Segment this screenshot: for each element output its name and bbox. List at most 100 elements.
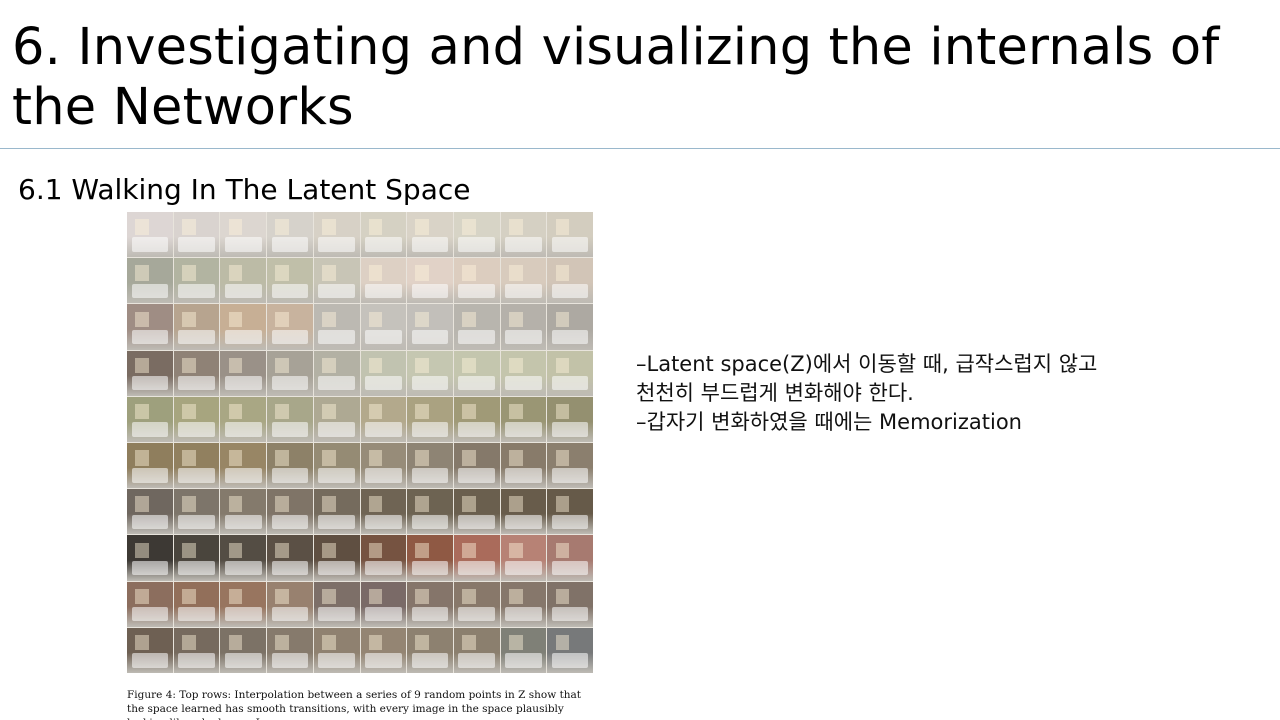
figure-tile: [313, 443, 360, 489]
figure-tile: [547, 581, 593, 627]
figure-tile: [173, 258, 220, 304]
figure-tile: [173, 489, 220, 535]
figure-tile: [173, 443, 220, 489]
figure-tile: [127, 258, 173, 304]
figure-tile: [500, 304, 547, 350]
figure-tile: [547, 535, 593, 581]
figure-tile: [127, 627, 173, 673]
figure-tile: [267, 350, 313, 396]
figure-tile: [127, 581, 173, 627]
figure-tile: [220, 535, 267, 581]
figure-tile: [500, 212, 547, 258]
figure-tile: [407, 535, 453, 581]
figure-tile: [313, 350, 360, 396]
figure-tile: [500, 443, 547, 489]
figure-tile: [220, 304, 267, 350]
figure-tile: [220, 212, 267, 258]
figure-tile: [360, 350, 407, 396]
figure-tile: [453, 581, 500, 627]
notes-block: –Latent space(Z)에서 이동할 때, 급작스럽지 않고 천천히 부…: [636, 350, 1236, 437]
figure-tile: [407, 212, 453, 258]
figure-tile: [220, 443, 267, 489]
figure-tile: [220, 627, 267, 673]
figure-tile: [220, 396, 267, 442]
figure-tile: [173, 627, 220, 673]
figure-tile: [267, 489, 313, 535]
figure-tile: [313, 396, 360, 442]
figure-tile: [267, 581, 313, 627]
figure-tile: [500, 258, 547, 304]
figure-tile: [127, 535, 173, 581]
figure-tile: [453, 396, 500, 442]
figure-tile: [173, 535, 220, 581]
figure-tile: [360, 304, 407, 350]
title-divider: [0, 148, 1280, 149]
figure-tile: [313, 258, 360, 304]
figure-tile: [453, 535, 500, 581]
figure-tile: [313, 627, 360, 673]
figure-tile: [220, 258, 267, 304]
figure-tile: [407, 581, 453, 627]
figure-caption: Figure 4: Top rows: Interpolation betwee…: [127, 689, 582, 720]
figure-tile: [547, 443, 593, 489]
figure-tile: [173, 212, 220, 258]
figure-tile: [220, 489, 267, 535]
figure-tile: [127, 489, 173, 535]
figure-tile: [500, 581, 547, 627]
figure-tile: [267, 212, 313, 258]
figure-tile: [407, 304, 453, 350]
figure-tile: [547, 212, 593, 258]
figure-tile: [360, 581, 407, 627]
figure-tile: [453, 627, 500, 673]
figure-tile: [173, 581, 220, 627]
figure-tile: [407, 443, 453, 489]
figure-tile: [127, 350, 173, 396]
figure-tile: [267, 304, 313, 350]
figure-tile: [360, 489, 407, 535]
figure-tile: [407, 258, 453, 304]
figure-tile: [267, 396, 313, 442]
figure-tile: [547, 258, 593, 304]
figure-tile: [407, 350, 453, 396]
figure-tile: [547, 627, 593, 673]
figure-tile: [500, 489, 547, 535]
figure-tile: [360, 258, 407, 304]
figure-tile: [313, 489, 360, 535]
figure-tile: [407, 627, 453, 673]
note-line-3: –갑자기 변화하였을 때에는 Memorization: [636, 410, 1022, 434]
figure-tile: [313, 212, 360, 258]
figure-tile: [360, 396, 407, 442]
interpolation-figure: [127, 212, 593, 673]
figure-tile: [500, 535, 547, 581]
figure-tile: [127, 212, 173, 258]
section-subtitle: 6.1 Walking In The Latent Space: [18, 173, 471, 206]
figure-tile: [453, 258, 500, 304]
figure-tile: [313, 581, 360, 627]
figure-tile: [407, 489, 453, 535]
figure-tile: [360, 443, 407, 489]
note-line-1: –Latent space(Z)에서 이동할 때, 급작스럽지 않고: [636, 352, 1098, 376]
figure-tile: [500, 350, 547, 396]
figure-tile: [127, 396, 173, 442]
figure-tile: [220, 581, 267, 627]
figure-tile: [453, 443, 500, 489]
figure-tile: [127, 304, 173, 350]
figure-tile: [313, 304, 360, 350]
figure-tile: [453, 350, 500, 396]
figure-tile: [267, 258, 313, 304]
figure-tile: [267, 627, 313, 673]
slide-title: 6. Investigating and visualizing the int…: [12, 18, 1220, 137]
note-line-2: 천천히 부드럽게 변화해야 한다.: [636, 381, 914, 405]
figure-tile: [313, 535, 360, 581]
figure-tile: [547, 350, 593, 396]
figure-tile: [500, 627, 547, 673]
figure-tile: [173, 396, 220, 442]
figure-tile: [547, 304, 593, 350]
figure-tile: [127, 443, 173, 489]
figure-tile: [360, 212, 407, 258]
figure-tile: [453, 489, 500, 535]
figure-tile: [453, 304, 500, 350]
figure-tile: [360, 535, 407, 581]
figure-tile: [360, 627, 407, 673]
